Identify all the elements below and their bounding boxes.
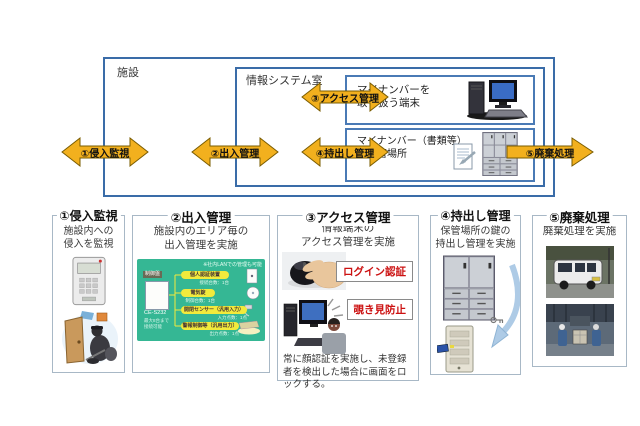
column-disposal: ⑤廃棄処理 廃棄処理を実施	[532, 207, 627, 367]
arrow-entry-label: ②出入管理	[210, 148, 260, 160]
connector-lines	[167, 269, 260, 335]
arrow-disposal: ⑤廃棄処理	[506, 135, 594, 169]
arrow-takeout-label: ④持出し管理	[315, 148, 375, 160]
terminal-box: マイナンバーを 取り扱う端末	[345, 75, 535, 125]
desktop-computer-icon	[467, 80, 529, 120]
security-panel-icon	[71, 256, 106, 306]
controller-model: CE-S232	[144, 310, 167, 317]
diagram-note: ※社内LANでの管理も可能	[203, 262, 262, 269]
it-room-label: 情報システム室	[246, 75, 323, 87]
arrow-intrusion-label: ①侵入監視	[80, 148, 130, 160]
column-entry-desc: 施設内のエリア毎の 出入管理を実施	[153, 225, 249, 251]
peeping-computer-illustration	[283, 298, 346, 355]
arrow-access-label: ③アクセス管理	[311, 93, 379, 105]
arrow-disposal-label: ⑤廃棄処理	[525, 148, 575, 160]
access-control-diagram: ※社内LANでの管理も可能 制御盤 CE-S232 最大8台まで 接続可能 個人…	[137, 259, 265, 342]
controller-model-note: 最大8台まで 接続可能	[144, 318, 170, 329]
item-alarm-control: 警報制御等（汎用出力）	[181, 322, 239, 331]
column-intrusion-desc: 施設内への 侵入を監視	[63, 226, 114, 250]
it-room-box	[235, 67, 545, 187]
controller-box	[145, 281, 169, 311]
item-open-close-sensor-sub: 入力点数：1点	[217, 315, 247, 321]
column-intrusion-title: ①侵入監視	[56, 207, 121, 224]
login-auth-badge: ログイン認証	[336, 261, 413, 283]
item-auth-device-sub: 接続台数：1台	[199, 280, 229, 286]
column-access-title: ③アクセス管理	[302, 207, 394, 226]
key-management-box-icon	[437, 325, 474, 373]
column-access-desc: 情報端末の アクセス管理を実施	[301, 222, 395, 248]
item-electric-lock: 電気錠	[181, 289, 215, 298]
column-intrusion: ①侵入監視 施設内への 侵入を監視	[52, 207, 125, 373]
column-entry: ②出入管理 施設内のエリア毎の 出入管理を実施 ※社内LANでの管理も可能 制御…	[132, 207, 270, 373]
arrow-entry: ②出入管理	[191, 135, 279, 169]
column-takeout-desc: 保管場所の鍵の 持出し管理を実施	[435, 226, 516, 250]
arrow-access: ③アクセス管理	[301, 80, 389, 114]
column-disposal-title: ⑤廃棄処理	[546, 207, 613, 226]
access-note: 常に顔認証を実施し、未登録者を検出した場合に画面をロックする。	[283, 354, 407, 390]
item-open-close-sensor: 開閉センサー（汎用入力）	[181, 306, 247, 315]
document-icon	[453, 143, 476, 170]
facility-label: 施設	[117, 67, 139, 79]
item-alarm-control-sub: 出力点数：1点	[209, 331, 239, 337]
peep-prevention-badge: 覗き見防止	[346, 299, 413, 321]
burglar-illustration	[61, 311, 118, 364]
item-electric-lock-sub: 制御台数：1台	[185, 298, 215, 304]
item-auth-device: 個人認証装置	[181, 271, 229, 280]
disposal-site-photo	[545, 303, 614, 356]
mouse-hand-photo	[282, 252, 346, 291]
arrow-takeout: ④持出し管理	[301, 135, 389, 169]
arrow-intrusion: ①侵入監視	[61, 135, 149, 169]
disposal-van-photo	[545, 245, 614, 298]
key-icon	[490, 316, 504, 324]
facility-box	[103, 57, 555, 197]
column-access: ③アクセス管理 情報端末の アクセス管理を実施 ログイン認証	[277, 207, 419, 390]
column-disposal-desc: 廃棄処理を実施	[542, 225, 617, 237]
column-entry-title: ②出入管理	[167, 207, 235, 226]
control-panel-tag: 制御盤	[143, 271, 163, 279]
key-cabinet-icon	[443, 255, 495, 321]
curved-arrow-icon	[491, 263, 520, 349]
column-takeout-title: ④持出し管理	[437, 207, 514, 224]
column-takeout: ④持出し管理 保管場所の鍵の 持出し管理を実施	[430, 207, 521, 375]
